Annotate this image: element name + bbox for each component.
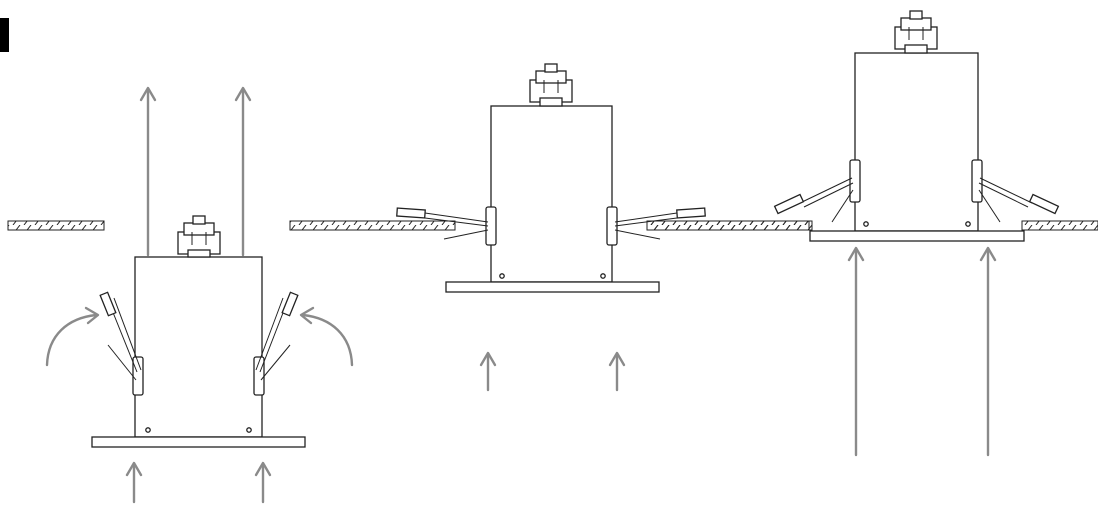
- spring-clip-right: [971, 159, 1060, 223]
- push-up-arrow: [234, 86, 252, 257]
- spring-clip-left: [773, 159, 861, 223]
- spring-clip-right: [253, 291, 299, 396]
- screw-hole: [965, 221, 971, 227]
- push-up-arrow: [125, 461, 143, 504]
- fixture-housing: [854, 52, 979, 232]
- spring-clip-left: [99, 291, 144, 396]
- spring-clip-right: [606, 206, 706, 246]
- push-up-arrow: [479, 351, 497, 392]
- screw-hole: [863, 221, 869, 227]
- fixture-housing: [490, 105, 613, 283]
- screw-hole: [499, 273, 505, 279]
- spring-clip-left: [396, 206, 497, 246]
- ceiling-section-left: [7, 220, 105, 231]
- corner-marker: [0, 18, 9, 52]
- push-up-arrow: [847, 246, 865, 457]
- trim-flange: [809, 230, 1025, 242]
- push-up-arrow: [979, 246, 997, 457]
- step-1-before-insertion: [7, 86, 354, 504]
- ceiling-section-right: [1021, 220, 1098, 231]
- step-3-flush-mounted: [646, 10, 1098, 457]
- push-up-arrow: [139, 86, 157, 257]
- push-up-arrow: [254, 461, 272, 504]
- terminal-block: [894, 10, 938, 54]
- trim-flange: [445, 281, 660, 293]
- push-up-arrow: [608, 351, 626, 392]
- terminal-block: [177, 215, 221, 258]
- trim-flange: [91, 436, 306, 448]
- screw-hole: [600, 273, 606, 279]
- rotate-spring-clip-arrow-left: [45, 306, 100, 367]
- fixture-housing: [134, 256, 263, 438]
- terminal-block: [529, 63, 573, 107]
- ceiling-section: [289, 220, 456, 231]
- ceiling-section: [646, 220, 813, 231]
- rotate-spring-clip-arrow-right: [299, 306, 354, 367]
- screw-hole: [246, 427, 252, 433]
- screw-hole: [145, 427, 151, 433]
